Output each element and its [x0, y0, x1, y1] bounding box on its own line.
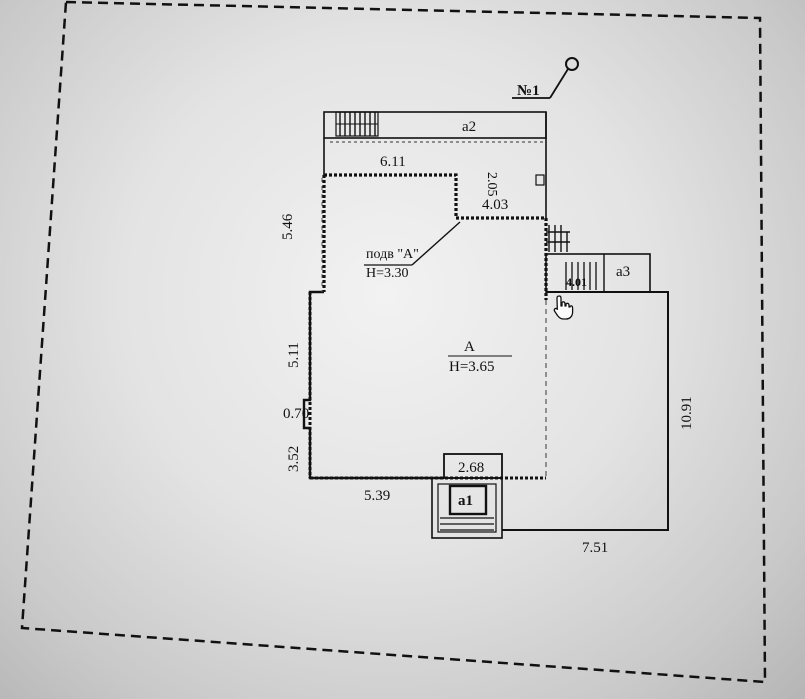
room-a3-inner-label: 4.01 — [566, 275, 587, 289]
dim-5-39: 5.39 — [364, 488, 390, 504]
basement-name: подв "А" — [366, 247, 419, 262]
marker-label: №1 — [517, 83, 540, 99]
porch-a1: а1 — [431, 453, 503, 539]
marker-no1: №1 — [512, 57, 579, 99]
dim-3-52: 3.52 — [286, 446, 302, 472]
annex-outline — [502, 291, 669, 531]
hand-pointer-icon — [553, 295, 574, 320]
room-a1-label: а1 — [458, 493, 473, 509]
dim-0-70: 0.70 — [283, 406, 309, 422]
dim-10-91: 10.91 — [679, 396, 695, 430]
porch-a3: 4.01 а3 — [545, 225, 651, 293]
dim-2-05: 2.05 — [484, 172, 499, 197]
lot-boundary — [20, 0, 767, 684]
dim-2-68: 2.68 — [458, 460, 484, 476]
dim-7-51: 7.51 — [582, 540, 608, 556]
dim-5-11: 5.11 — [286, 342, 302, 368]
dim-6-11: 6.11 — [380, 154, 406, 170]
porch-a2: а2 — [323, 111, 547, 139]
room-a2-label: а2 — [462, 119, 476, 135]
dim-4-03: 4.03 — [482, 197, 508, 213]
room-a3-label: а3 — [616, 264, 630, 280]
dim-5-46: 5.46 — [280, 213, 296, 240]
basement-outline — [324, 173, 548, 300]
main-building-outline — [302, 290, 444, 480]
basement-height: H=3.30 — [366, 266, 409, 281]
main-room-height: H=3.65 — [449, 359, 495, 375]
main-room-name: А — [464, 339, 475, 355]
